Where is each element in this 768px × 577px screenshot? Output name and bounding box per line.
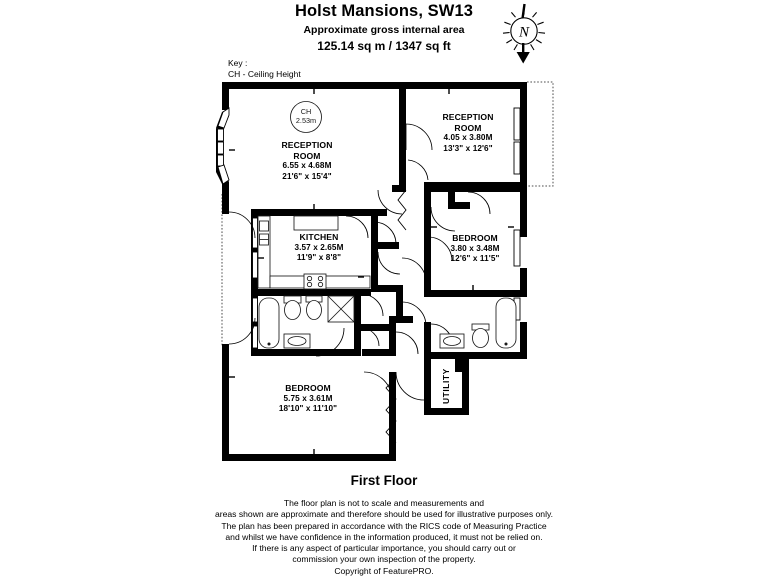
room-dimensions-metric: 3.57 x 2.65M	[294, 242, 344, 252]
room-name-line2: ROOM	[293, 150, 321, 161]
kitchen-fixtures	[257, 215, 371, 290]
plan-doors	[228, 123, 491, 401]
room-label-reception-room-main: RECEPTION ROOM 6.55 x 4.68M 21'6" x 15'4…	[251, 140, 363, 182]
disclaimer-text: The floor plan is not to scale and measu…	[0, 498, 768, 577]
header-subtitle: Approximate gross internal area	[303, 24, 465, 36]
room-dimensions-imperial: 12'6" x 11'5"	[450, 254, 500, 264]
svg-text:N: N	[518, 25, 530, 41]
room-dimensions-imperial: 13'3" x 12'6"	[443, 143, 493, 153]
room-dimensions-imperial: 18'10" x 11'10"	[278, 404, 338, 414]
room-label-reception-room-second: RECEPTION ROOM 4.05 x 3.80M 13'3" x 12'6…	[412, 112, 524, 154]
key-title: Key :	[228, 58, 248, 68]
room-dimensions-imperial: 11'9" x 8'8"	[296, 253, 342, 263]
floor-label: First Floor	[350, 473, 418, 488]
disclaimer-line-5: If there is any aspect of particular imp…	[252, 543, 516, 554]
wall-tick-marks	[229, 89, 514, 454]
room-dimensions-metric: 6.55 x 4.68M	[282, 161, 332, 171]
ceiling-height-value: 2.53m	[295, 115, 317, 125]
room-label-bedroom-lower: BEDROOM 5.75 x 3.61M 18'10" x 11'10"	[250, 383, 366, 415]
key-legend: Key : CH - Ceiling Height	[228, 58, 301, 80]
room-dimensions-metric: 4.05 x 3.80M	[443, 133, 493, 143]
room-dimensions-metric: 5.75 x 3.61M	[283, 393, 333, 403]
ceiling-height-marker: CH 2.53m	[284, 107, 328, 125]
disclaimer-line-4: and whilst we have confidence in the inf…	[225, 531, 543, 542]
room-dimensions-metric: 3.80 x 3.48M	[450, 243, 500, 253]
compass-north-icon: N	[492, 2, 556, 64]
bathroom-fixtures	[258, 295, 355, 349]
room-dimensions-imperial: 21'6" x 15'4"	[282, 171, 332, 181]
room-label-kitchen: KITCHEN 3.57 x 2.65M 11'9" x 8'8"	[266, 232, 372, 264]
page-title: Holst Mansions, SW13	[294, 2, 474, 20]
ceiling-height-marker-circle	[290, 101, 322, 133]
disclaimer-line-1: The floor plan is not to scale and measu…	[283, 498, 485, 508]
copyright-line: Copyright of FeaturePRO.	[334, 565, 434, 576]
disclaimer-line-2: areas shown are approximate and therefor…	[214, 509, 554, 520]
room-label-utility: UTILITY	[441, 368, 451, 404]
angled-wall-indicators	[385, 189, 407, 444]
room-name-line1: BEDROOM	[285, 383, 331, 393]
plan-windows	[217, 107, 521, 349]
disclaimer-line-3: The plan has been prepared in accordance…	[221, 520, 547, 531]
header-area-value: 125.14 sq m / 1347 sq ft	[317, 39, 451, 53]
room-name-line1: RECEPTION	[442, 112, 494, 122]
floor-plan-drawing: CH 2.53m RECEPTION ROOM 6.55 x 4.68M 21'…	[196, 72, 576, 468]
room-name-line1: RECEPTION	[281, 140, 333, 150]
key-ch-description: CH - Ceiling Height	[228, 69, 301, 79]
room-name-line1: KITCHEN	[299, 232, 339, 242]
room-name-line1: BEDROOM	[452, 233, 498, 243]
disclaimer-line-6: commission your own inspection of the pr…	[292, 554, 476, 565]
room-name-line2: ROOM	[454, 122, 482, 133]
ensuite-fixtures	[439, 297, 517, 349]
ceiling-height-label: CH	[300, 107, 312, 116]
room-label-bedroom-right: BEDROOM 3.80 x 3.48M 12'6" x 11'5"	[422, 233, 528, 265]
